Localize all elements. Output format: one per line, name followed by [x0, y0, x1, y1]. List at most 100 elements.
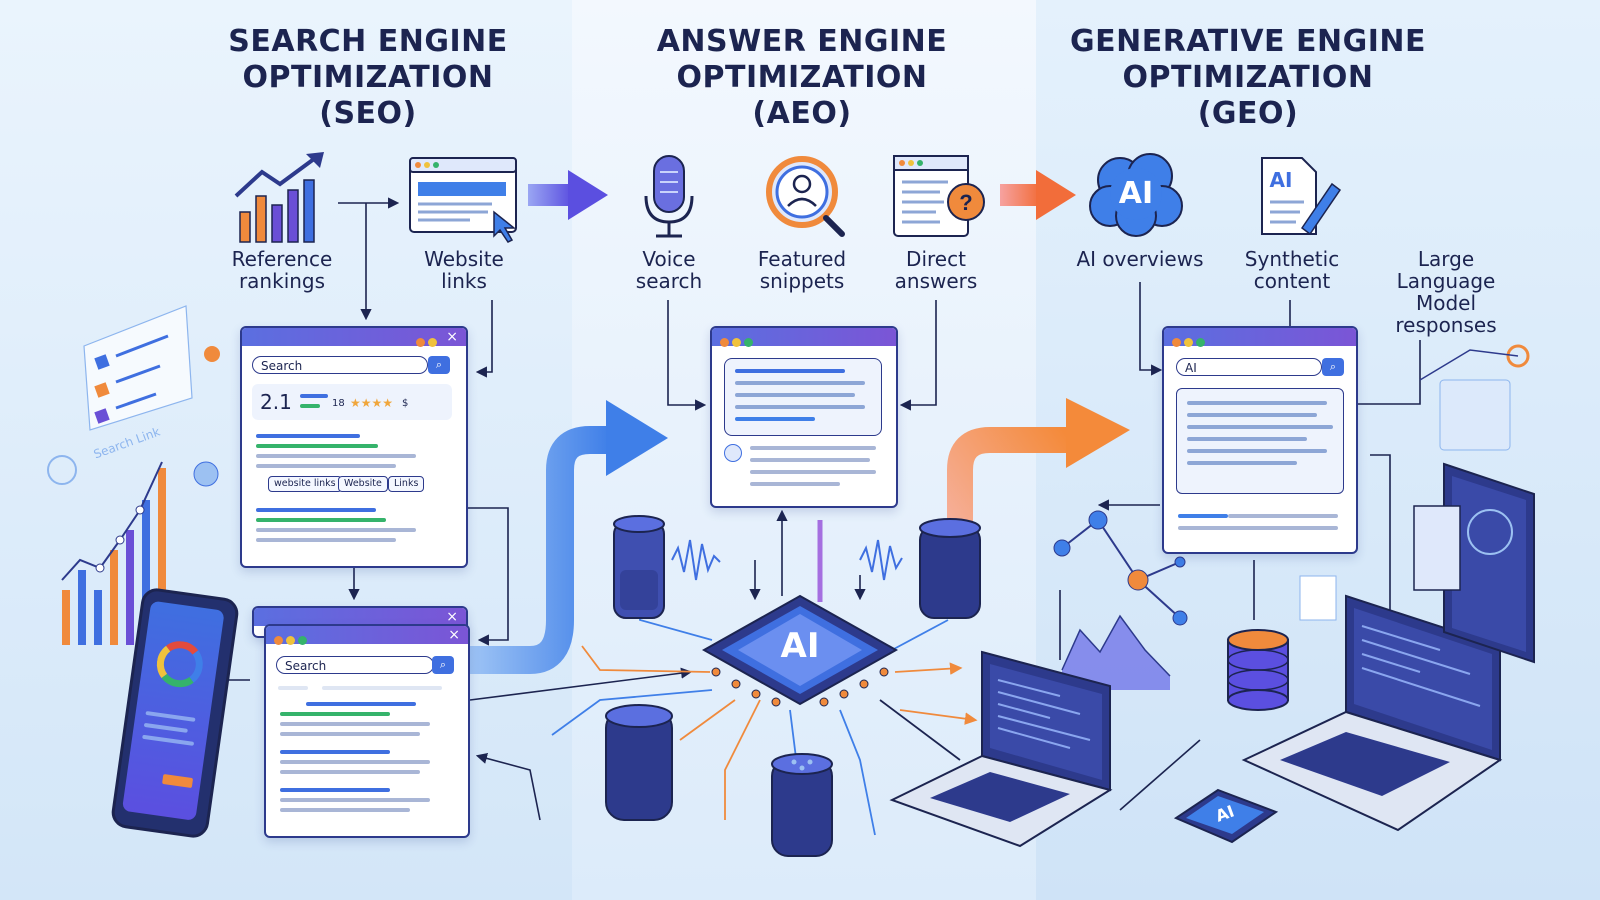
text-line [735, 393, 855, 397]
dot-icon [274, 636, 283, 645]
ai-response-bubble [1176, 388, 1344, 494]
seo-result-card: 2.1 18 ★★★★ $ [252, 384, 452, 420]
search-icon[interactable]: ⌕ [1322, 358, 1344, 376]
dot-icon [720, 338, 729, 347]
text-line [256, 528, 416, 532]
geo-title-line2: OPTIMIZATION [1122, 60, 1374, 95]
geo-title-line3: (GEO) [1197, 96, 1299, 131]
ai-chip-text: AI [780, 626, 820, 666]
seo-to-aeo-arrow [528, 170, 608, 220]
label-llm-responses-l2: Language [1396, 269, 1496, 293]
direct-answer-icon: ? [893, 155, 985, 237]
text-line [280, 770, 420, 774]
text-line [256, 464, 396, 468]
laptop-center [889, 650, 1113, 848]
label-llm-responses-l1: Large [1417, 247, 1475, 271]
close-icon[interactable]: × [446, 329, 458, 345]
text-line [1187, 413, 1317, 417]
left-floating-card [47, 305, 220, 487]
dot-icon [1172, 338, 1181, 347]
text-line [1187, 449, 1327, 453]
ai-cloud-text: AI [1118, 176, 1154, 211]
ai-cloud-icon [1089, 153, 1183, 237]
text-line [306, 702, 416, 706]
seo-title-line2: OPTIMIZATION [242, 60, 494, 95]
label-llm-responses-l4: responses [1395, 313, 1497, 337]
back-window-titlebar: × [254, 608, 466, 626]
big-orange-arrow [947, 398, 1130, 600]
seo-search-input[interactable]: Search [252, 356, 428, 374]
smart-speaker-3 [605, 704, 673, 821]
text-line [735, 381, 865, 385]
text-line [1187, 461, 1297, 465]
label-reference-rankings-l1: Reference [231, 247, 333, 271]
seo-title-line3: (SEO) [319, 96, 417, 131]
label-featured-snippets: Featured snippets [742, 248, 862, 292]
text-line [735, 369, 845, 373]
dot-icon [286, 636, 295, 645]
right-decor [1299, 344, 1530, 621]
label-ai-overviews-l1: AI overviews [1076, 247, 1204, 271]
close-icon[interactable]: × [446, 609, 458, 625]
geo-window-titlebar [1164, 328, 1356, 347]
label-direct-answers: Direct answers [876, 248, 996, 292]
area-chart [1061, 614, 1171, 690]
results-window-titlebar: × [266, 626, 468, 645]
window-dots [274, 630, 310, 649]
rankings-chart-icon [234, 152, 324, 243]
search-icon[interactable]: ⌕ [432, 656, 454, 674]
text-line [1187, 401, 1327, 405]
text-line [256, 518, 386, 522]
text-line [280, 732, 420, 736]
dot-icon [428, 338, 437, 347]
ai-search-input[interactable]: AI [1176, 358, 1322, 376]
tablet [1413, 462, 1535, 664]
seo-results-window: × Search ⌕ [264, 624, 470, 838]
text-line [280, 722, 430, 726]
geo-title-line1: GENERATIVE ENGINE [1070, 24, 1426, 59]
chip-links[interactable]: Links [388, 476, 425, 492]
svg-text:?: ? [959, 190, 972, 215]
microphone-icon [644, 155, 694, 238]
network-graph [1053, 510, 1188, 626]
text-line [1187, 425, 1333, 429]
text-line [735, 405, 865, 409]
text-line [322, 686, 442, 690]
left-bar-chart [61, 461, 166, 645]
seo-window-titlebar: × [242, 328, 466, 347]
window-dots [416, 332, 440, 351]
result-count: 18 [332, 398, 345, 409]
label-reference-rankings: Reference rankings [212, 248, 352, 292]
search-icon[interactable]: ⌕ [428, 356, 450, 374]
chip-website[interactable]: Website [338, 476, 388, 492]
geo-ai-window: AI ⌕ [1162, 326, 1358, 554]
aeo-to-geo-arrow [1000, 170, 1076, 220]
close-icon[interactable]: × [448, 627, 460, 643]
text-line [280, 712, 390, 716]
label-voice-search-l1: Voice [642, 247, 696, 271]
aeo-title-line1: ANSWER ENGINE [656, 24, 948, 59]
small-ai-chip-icon [1173, 788, 1279, 844]
label-llm-responses-l3: Model [1415, 291, 1477, 315]
aeo-title-line2: OPTIMIZATION [676, 60, 928, 95]
window-dots [1172, 332, 1208, 351]
label-direct-answers-l1: Direct [906, 247, 966, 271]
dot-icon [298, 636, 307, 645]
top-icons: ? [234, 152, 1342, 243]
label-voice-search-l2: search [635, 269, 703, 293]
text-line [256, 508, 376, 512]
text-line [280, 760, 430, 764]
seo-search-window: × Search ⌕ 2.1 18 ★★★★ $ website links W… [240, 326, 468, 568]
text-line [750, 470, 876, 474]
aeo-connectors [667, 300, 937, 602]
label-direct-answers-l2: answers [894, 269, 978, 293]
price-symbol: $ [402, 398, 409, 409]
database-icon [1227, 629, 1289, 711]
dot-icon [1196, 338, 1205, 347]
smart-speaker-1 [613, 515, 665, 619]
aeo-title-line3: (AEO) [752, 96, 852, 131]
sound-wave-icon [671, 539, 721, 581]
results-search-input[interactable]: Search [276, 656, 434, 674]
